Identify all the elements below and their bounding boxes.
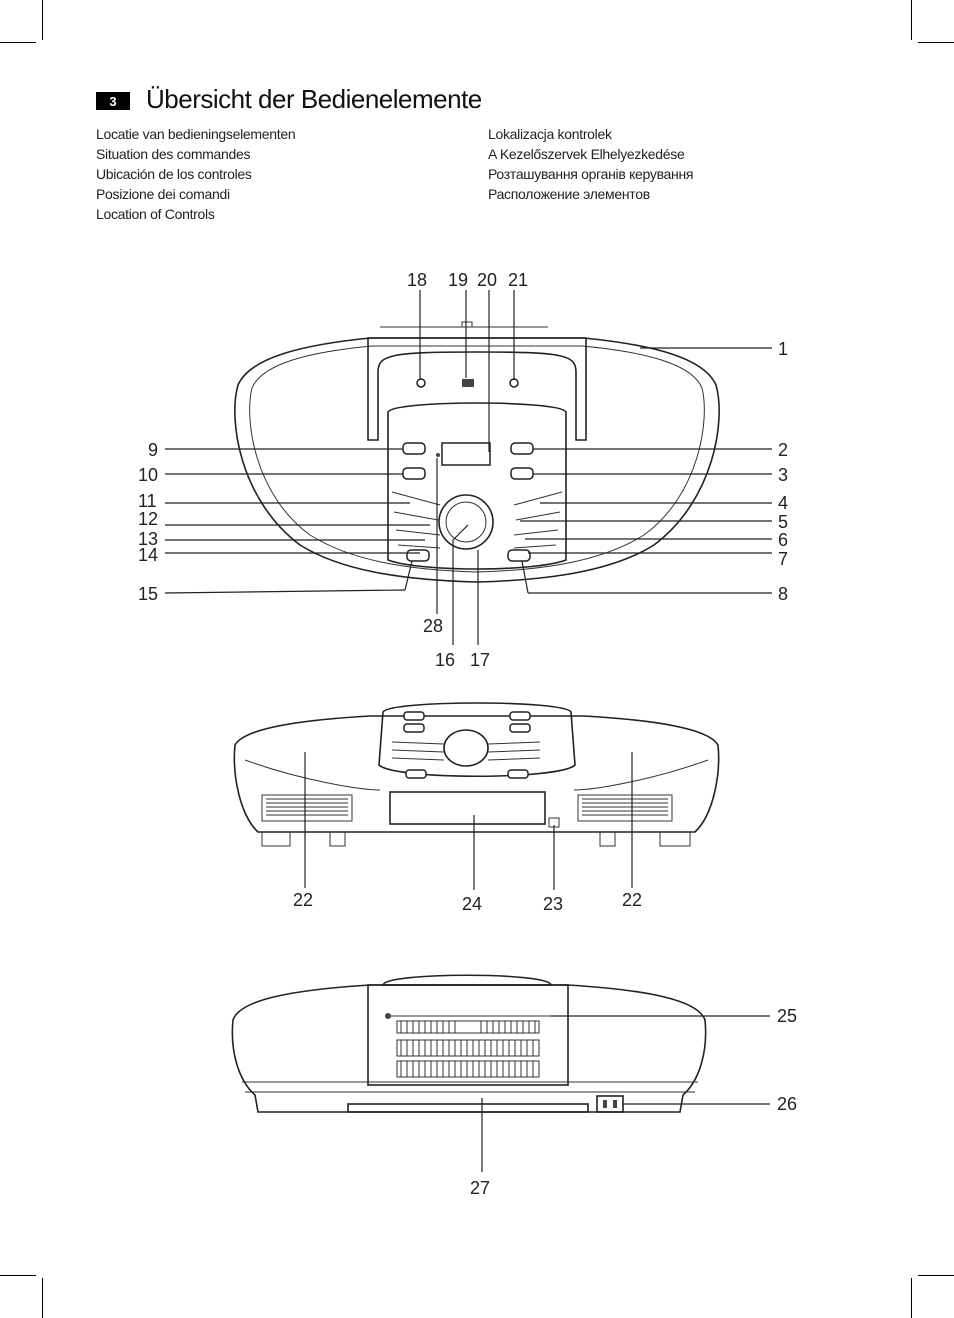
top-view-diagram: 18 19 20 21 1 2 3 4 5 6 7 8 9 10 11 12 1… — [138, 270, 788, 670]
battery-door — [347, 1103, 589, 1113]
callout-label: 20 — [477, 270, 497, 290]
center-panel — [367, 337, 587, 441]
control-knob-outer — [438, 494, 494, 550]
callout-label: 14 — [138, 545, 158, 565]
front-button — [507, 769, 529, 779]
callout-label: 10 — [138, 465, 158, 485]
translated-titles-left: Locatie van bedieningselementen Situatio… — [96, 124, 296, 224]
front-button — [403, 723, 425, 733]
callout-label: 28 — [423, 616, 443, 636]
front-body-outline — [233, 715, 720, 833]
display-window — [441, 442, 491, 466]
front-button — [509, 711, 531, 721]
crop-mark — [911, 1278, 912, 1318]
antenna-end — [385, 1013, 391, 1019]
translated-title: A Kezelőszervek Elhelyezkedése — [488, 146, 685, 162]
back-grille — [396, 1020, 540, 1078]
translated-title: Locatie van bedieningselementen — [96, 126, 296, 142]
device-body-outline — [234, 337, 720, 583]
front-view-diagram: 22 24 23 22 — [233, 702, 720, 914]
button-15 — [406, 549, 430, 562]
callout-label: 8 — [778, 584, 788, 604]
front-feet — [261, 832, 691, 847]
callout-label: 23 — [543, 894, 563, 914]
front-contour — [244, 759, 709, 791]
callout-label: 15 — [138, 584, 158, 604]
callout-label: 16 — [435, 650, 455, 670]
translated-title: Розташування органів керування — [488, 166, 694, 182]
jack-18 — [416, 378, 426, 388]
crop-mark — [42, 0, 43, 40]
device-body-inner — [249, 345, 705, 573]
translated-title: Situation des commandes — [96, 146, 251, 162]
antenna-mount — [461, 321, 473, 328]
front-ridges — [391, 741, 541, 761]
callout-label: 12 — [138, 509, 158, 529]
front-button — [509, 723, 531, 733]
back-view-diagram: 25 26 27 — [231, 974, 797, 1198]
callout-label: 27 — [470, 1178, 490, 1198]
crop-mark — [918, 42, 954, 43]
page-title: Übersicht der Bedienelemente — [146, 84, 482, 114]
button-9 — [402, 442, 426, 455]
back-panel — [367, 984, 569, 1086]
back-top-panel — [382, 974, 552, 986]
callout-label: 24 — [462, 894, 482, 914]
ac-pin — [613, 1100, 617, 1108]
callout-label: 2 — [778, 440, 788, 460]
front-button — [403, 711, 425, 721]
callout-label: 3 — [778, 465, 788, 485]
speaker-grille-right — [577, 794, 673, 822]
callout-label: 26 — [777, 1094, 797, 1114]
crop-mark — [0, 1275, 36, 1276]
crop-mark — [0, 42, 36, 43]
callout-label: 18 — [407, 270, 427, 290]
button-10 — [402, 467, 426, 480]
button-2 — [510, 442, 534, 455]
callout-label: 22 — [293, 890, 313, 910]
led-28 — [436, 453, 440, 457]
crop-mark — [42, 1278, 43, 1318]
back-contour — [242, 1081, 698, 1093]
speaker-grille-left — [261, 794, 353, 822]
callout-label: 6 — [778, 530, 788, 550]
callout-label: 5 — [778, 512, 788, 532]
callout-label: 7 — [778, 549, 788, 569]
callout-label: 13 — [138, 529, 158, 549]
button-8 — [507, 549, 531, 562]
callout-label: 11 — [138, 491, 157, 511]
callout-label: 19 — [448, 270, 468, 290]
callout-label: 1 — [778, 339, 788, 359]
callout-label: 9 — [148, 440, 158, 460]
section-number-badge: 3 — [96, 92, 130, 110]
ac-pin — [603, 1100, 607, 1108]
button-3 — [510, 467, 534, 480]
callout-label: 17 — [470, 650, 490, 670]
switch-19 — [462, 379, 474, 387]
jack-21 — [509, 378, 519, 388]
crop-mark — [918, 1275, 954, 1276]
translated-title: Расположение элементов — [488, 186, 650, 202]
back-body-outline — [231, 984, 707, 1113]
translated-titles-right: Lokalizacja kontrolek A Kezelőszervek El… — [488, 124, 693, 204]
front-button — [405, 769, 427, 779]
ridges — [391, 491, 563, 549]
cd-door — [389, 791, 546, 825]
callout-label: 22 — [622, 890, 642, 910]
front-knob — [443, 729, 489, 767]
control-panel — [387, 402, 567, 570]
callout-label: 21 — [508, 270, 528, 290]
callout-label: 4 — [778, 493, 788, 513]
translated-title: Posizione dei comandi — [96, 186, 230, 202]
translated-title: Lokalizacja kontrolek — [488, 126, 612, 142]
translated-title: Ubicación de los controles — [96, 166, 252, 182]
crop-mark — [911, 0, 912, 40]
translated-title: Location of Controls — [96, 206, 215, 222]
callout-label: 25 — [777, 1006, 797, 1026]
ac-socket — [596, 1095, 624, 1113]
control-knob — [445, 501, 487, 543]
